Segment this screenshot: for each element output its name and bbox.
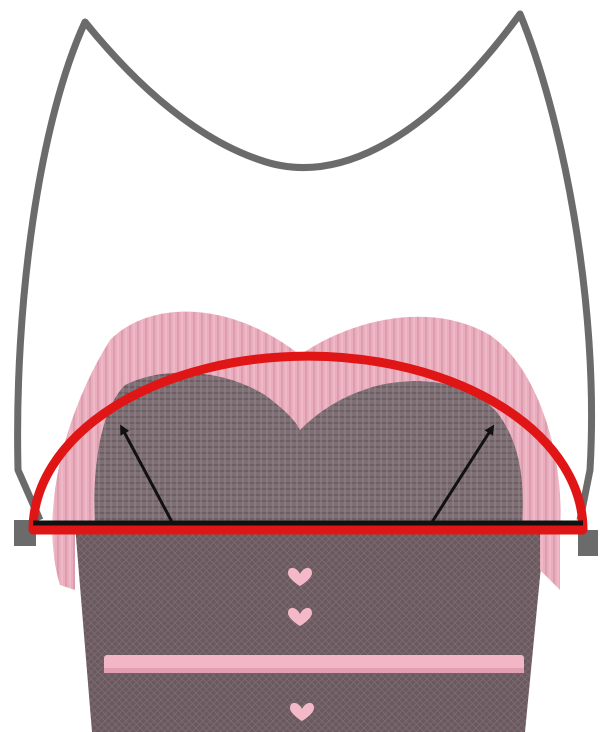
- bodice-body: [75, 525, 545, 732]
- satin-ribbon-shade: [104, 668, 524, 673]
